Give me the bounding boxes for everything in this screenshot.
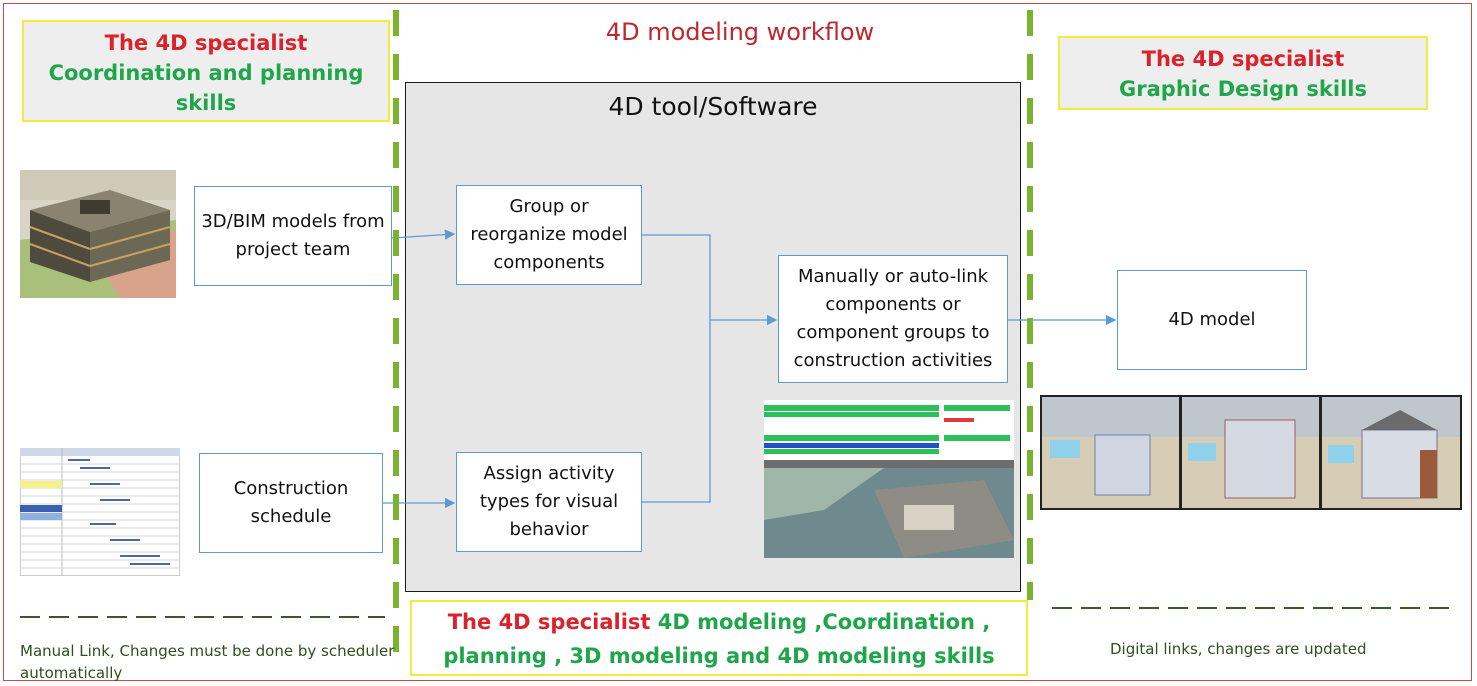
left-specialist-box: The 4D specialist Coordination and plann… — [22, 20, 390, 122]
gantt-schedule-image — [20, 448, 180, 576]
4d-model-snapshots-image — [1040, 395, 1462, 510]
bottom-specialist-box: The 4D specialist 4D modeling ,Coordinat… — [410, 600, 1028, 676]
bottom-specialist-skills: 4D modeling ,Coordination , planning , 3… — [443, 610, 995, 668]
link-components-box: Manually or auto-link components or comp… — [778, 255, 1008, 383]
right-specialist-box: The 4D specialist Graphic Design skills — [1058, 36, 1428, 110]
workflow-title: 4D modeling workflow — [605, 18, 875, 46]
assign-to-link-connector — [642, 320, 711, 503]
tool-title: 4D tool/Software — [608, 92, 818, 121]
bim-models-box: 3D/BIM models from project team — [194, 186, 392, 286]
models-to-group-arrow — [391, 229, 456, 240]
digital-link-note: Digital links, changes are updated — [1110, 640, 1367, 658]
manual-link-note: Manual Link, Changes must be done by sch… — [20, 642, 395, 682]
right-specialist-role: The 4D specialist — [1141, 47, 1345, 71]
software-screenshot-image — [764, 400, 1014, 590]
4d-model-box: 4D model — [1117, 270, 1307, 370]
left-specialist-skills: Coordination and planning skills — [48, 61, 364, 115]
bim-building-image — [20, 170, 176, 298]
assign-activity-box: Assign activity types for visual behavio… — [456, 452, 642, 552]
group-components-box: Group or reorganize model components — [456, 185, 642, 285]
diagram-frame — [3, 3, 1472, 681]
bottom-specialist-role: The 4D specialist — [447, 610, 651, 634]
construction-schedule-box: Construction schedule — [199, 453, 383, 553]
group-to-link-connector — [642, 234, 711, 320]
left-specialist-role: The 4D specialist — [104, 31, 308, 55]
right-specialist-skills: Graphic Design skills — [1119, 77, 1367, 101]
